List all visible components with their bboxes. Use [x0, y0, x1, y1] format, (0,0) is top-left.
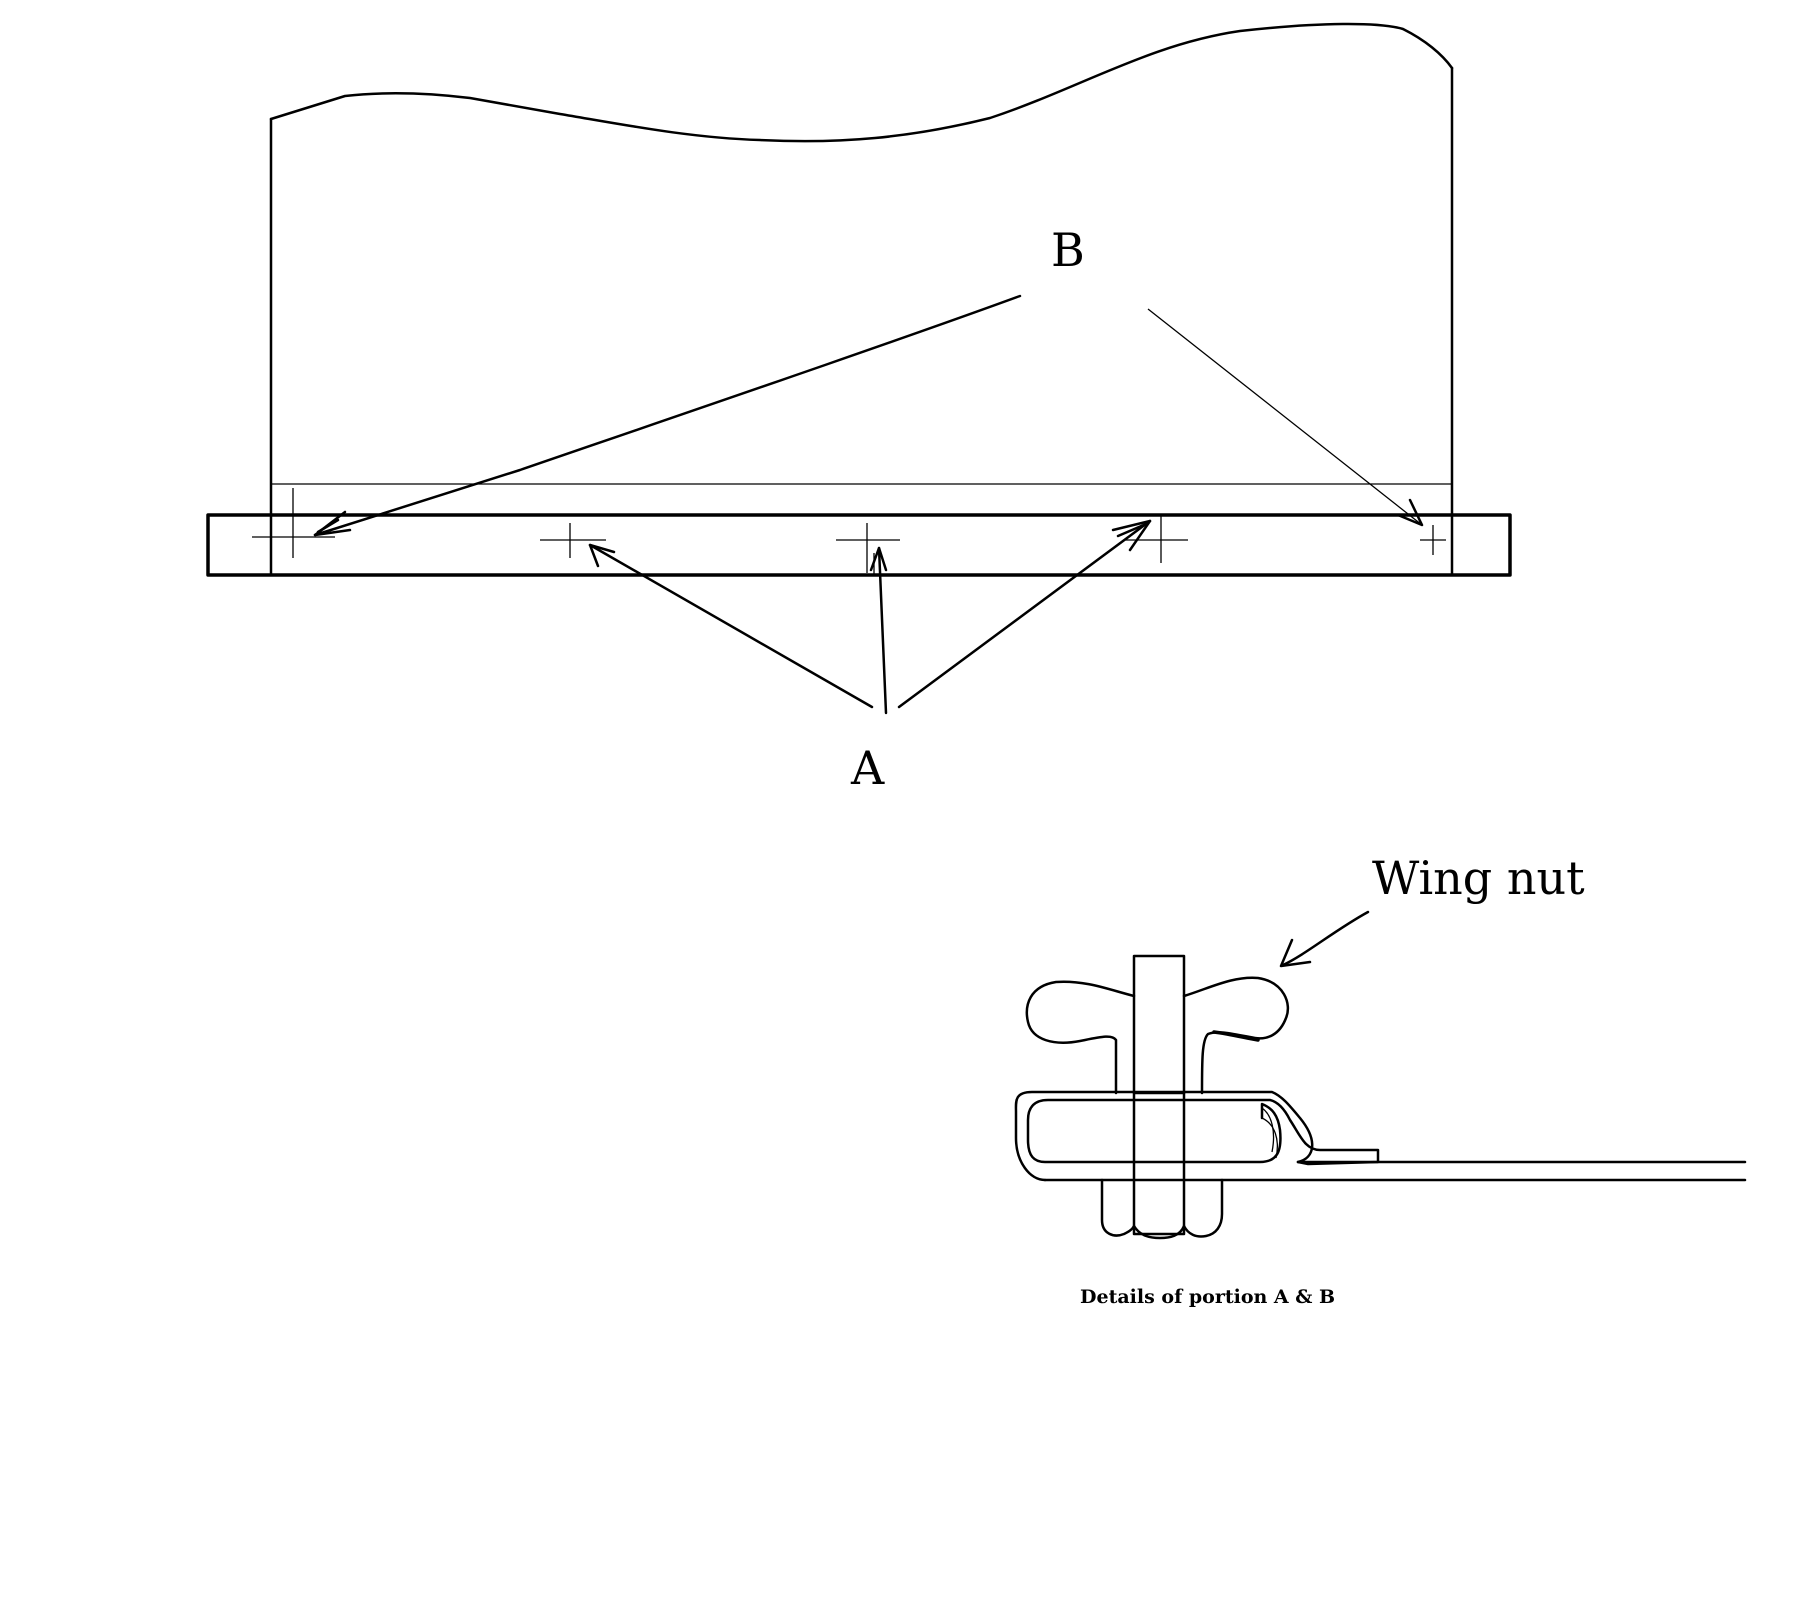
bolt-marker: [836, 523, 900, 573]
wing-nut-detail: [1014, 954, 1747, 1240]
detail-caption: Details of portion A & B: [1080, 1286, 1335, 1308]
leader-arrow-b-left: [313, 294, 1022, 537]
label-a: A: [850, 741, 885, 795]
leader-arrow-a-center: [869, 546, 888, 715]
wing-nut-arrow: [1279, 910, 1370, 968]
wing-nut-right-wing: [1182, 976, 1290, 1095]
bolt-marker: [1125, 515, 1188, 563]
label-wing-nut: Wing nut: [1372, 851, 1585, 905]
leader-arrow-b-right: [1147, 308, 1424, 527]
base-rail: [206, 513, 1512, 577]
label-b: B: [1051, 223, 1085, 277]
bolt-marker: [1420, 525, 1446, 555]
clamp-inner: [1026, 1098, 1380, 1166]
clamp-outer: [1014, 1090, 1314, 1182]
bolt-marker: [252, 488, 335, 558]
panel-wavy-top-edge: [269, 22, 1454, 143]
bolt-head: [1100, 1178, 1224, 1240]
bolt-marker: [540, 523, 606, 558]
leader-arrow-a-left: [588, 543, 874, 709]
leader-arrow-a-right: [897, 519, 1152, 709]
bolt-shank: [1132, 954, 1186, 1236]
panel: [269, 22, 1454, 577]
wing-nut-left-wing: [1025, 980, 1136, 1095]
